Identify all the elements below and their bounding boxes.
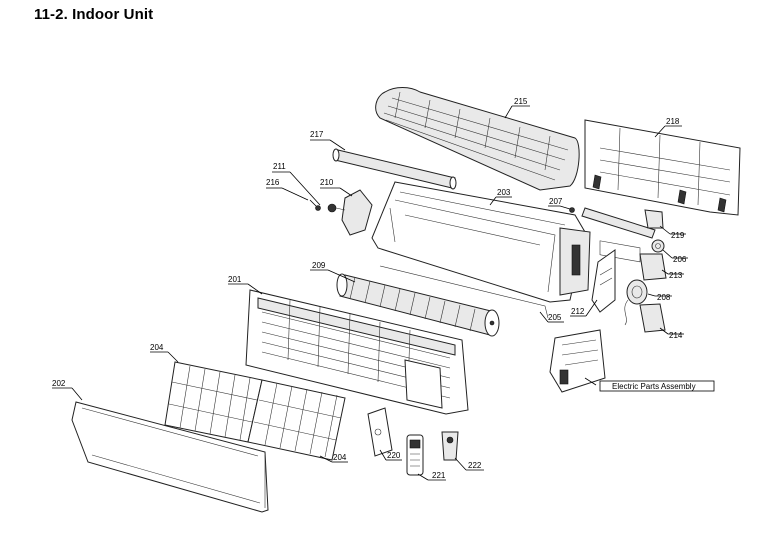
label-213: 213 xyxy=(669,271,683,280)
label-211: 211 xyxy=(273,162,286,171)
part-218-installation-plate xyxy=(584,119,741,263)
label-208: 208 xyxy=(657,293,671,302)
label-212: 212 xyxy=(571,307,585,316)
label-201: 201 xyxy=(228,275,242,284)
part-215-evaporator xyxy=(375,87,580,191)
part-208-fan-motor xyxy=(624,279,648,326)
part-217-pipe xyxy=(332,148,457,190)
part-210-motor xyxy=(327,189,373,236)
part-204-air-filters xyxy=(164,361,346,461)
part-212-cover xyxy=(591,249,616,313)
label-204b: 204 xyxy=(333,453,347,462)
label-210: 210 xyxy=(320,178,334,187)
part-219-bracket xyxy=(644,209,664,229)
leader-215 xyxy=(504,105,513,119)
part-209-crossflow-fan xyxy=(336,273,500,337)
label-202: 202 xyxy=(52,379,66,388)
part-electric-parts-assembly xyxy=(549,329,606,393)
label-206: 206 xyxy=(673,255,687,264)
part-220-remote-holder xyxy=(367,407,393,457)
label-219: 219 xyxy=(671,231,685,240)
page-title: 11-2. Indoor Unit xyxy=(34,6,154,23)
label-209: 209 xyxy=(312,261,326,270)
label-220: 220 xyxy=(387,451,401,460)
part-205-drain-hose xyxy=(379,265,549,319)
part-222 xyxy=(441,431,459,461)
part-221-remote-controller xyxy=(406,434,424,476)
part-214-holder xyxy=(639,303,666,333)
part-203-frame xyxy=(371,181,591,303)
electric-parts-label-box xyxy=(599,380,715,392)
label-215: 215 xyxy=(514,97,528,106)
label-electric-parts: Electric Parts Assembly xyxy=(612,382,696,391)
part-202-front-panel xyxy=(71,401,269,513)
label-204a: 204 xyxy=(150,343,164,352)
label-214: 214 xyxy=(669,331,683,340)
part-207 xyxy=(569,207,575,213)
label-216: 216 xyxy=(266,178,280,187)
label-205: 205 xyxy=(548,313,562,322)
part-213-holder xyxy=(639,253,667,281)
label-218: 218 xyxy=(666,117,680,126)
part-shaft xyxy=(581,207,656,239)
part-206-bearing xyxy=(651,239,665,253)
label-203: 203 xyxy=(497,188,511,197)
label-207: 207 xyxy=(549,197,563,206)
label-217: 217 xyxy=(310,130,324,139)
part-211-216-screws xyxy=(309,199,321,211)
label-221: 221 xyxy=(432,471,446,480)
part-201-main-body xyxy=(245,289,469,415)
label-222: 222 xyxy=(468,461,482,470)
